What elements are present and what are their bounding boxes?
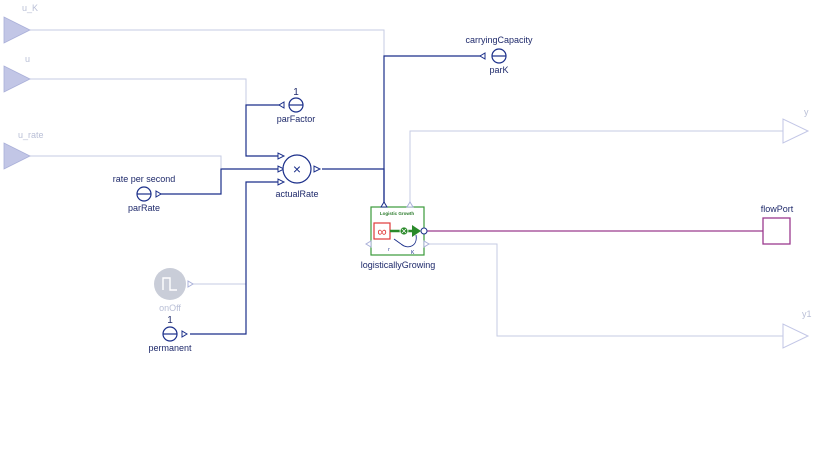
input-u[interactable]: u [3,54,31,93]
block-parFactor[interactable]: 1 parFactor [277,87,316,124]
logistic-output-y [406,201,414,208]
logistic-name: logisticallyGrowing [361,260,436,270]
flowPort-square [762,217,791,245]
actualRate-input-1 [277,152,286,160]
wire-y[interactable] [409,130,783,203]
logistic-r-label: r [388,247,390,253]
wire-u_rate[interactable] [30,155,222,168]
block-parRate[interactable]: rate per second parRate [113,174,176,213]
onOff-output-port [187,280,194,288]
wire-parK[interactable] [383,55,485,205]
input-u_rate-label: u_rate [18,130,44,140]
wire-y1[interactable] [427,243,783,337]
permanent-output-port [181,330,188,338]
actualRate-input-3 [277,178,286,186]
block-logisticallyGrowing[interactable]: Logistic Growth ∞ r K logisticallyGrowin… [361,201,436,270]
output-y1[interactable]: y1 [782,309,812,349]
feedback-arc-icon [400,234,417,248]
parK-caption: carryingCapacity [465,35,533,45]
parRate-name: parRate [128,203,160,213]
parK-name: parK [489,65,508,75]
input-u-label: u [25,54,30,64]
actualRate-input-2 [277,165,286,173]
flowPort-name: flowPort [761,204,794,214]
output-y-label: y [804,107,809,117]
wire-permanent[interactable] [190,181,280,335]
parRate-output-port [155,190,162,198]
logistic-input-left [365,240,372,248]
actualRate-name: actualRate [275,189,318,199]
logistic-input-K [380,201,388,208]
parRate-caption: rate per second [113,174,176,184]
logistic-title: Logistic Growth [380,211,415,216]
logistic-flow-port[interactable] [420,227,428,235]
pulse-icon [162,277,177,291]
wire-actualRate[interactable] [322,168,385,205]
parFactor-name: parFactor [277,114,316,124]
output-y1-label: y1 [802,309,812,319]
wire-parFactor[interactable] [245,104,280,157]
logistic-k-label: K [411,250,415,256]
multiply-icon: × [293,161,301,177]
block-onOff[interactable]: onOff [154,268,194,313]
actualRate-circle [282,154,312,184]
parFactor-output-port [278,101,285,109]
input-u_rate[interactable]: u_rate [3,130,44,170]
block-parK[interactable]: carryingCapacity parK [465,35,533,75]
permanent-value: 1 [167,315,173,326]
block-flowPort[interactable]: flowPort [761,204,794,245]
parK-output-port [479,52,486,60]
actualRate-output-port [313,165,322,173]
wire-u[interactable] [30,78,247,105]
onOff-name: onOff [159,303,181,313]
wire-parRate[interactable] [158,168,280,195]
input-u_K[interactable]: u_K [3,3,38,44]
infinity-icon: ∞ [377,224,386,239]
wire-u_K[interactable] [30,29,385,205]
flow-arrow-icon [412,225,421,237]
parFactor-value: 1 [293,87,299,98]
output-y[interactable]: y [782,107,810,144]
logistic-output-y1 [423,240,430,248]
input-u_K-label: u_K [22,3,38,13]
block-permanent[interactable]: 1 permanent [148,315,192,353]
block-actualRate[interactable]: × actualRate [275,152,322,199]
permanent-name: permanent [148,343,192,353]
